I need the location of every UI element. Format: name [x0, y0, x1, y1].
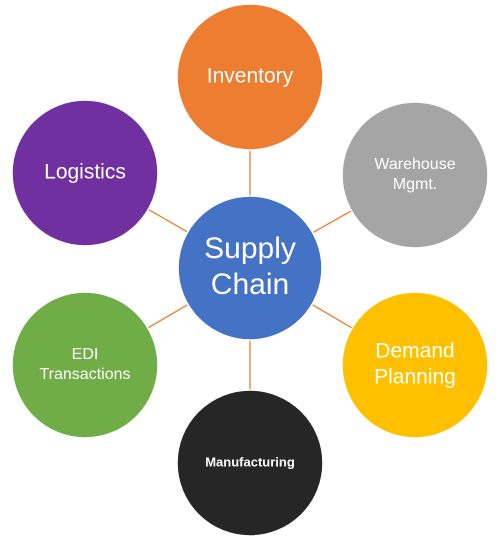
node-edi-transactions-label-line-1: EDI — [72, 346, 99, 363]
center-circle — [177, 195, 323, 341]
node-logistics: Logistics — [11, 99, 159, 247]
node-demand-planning-label-line-2: Planning — [374, 366, 456, 389]
node-warehouse-mgmt-label-line-2: Mgmt. — [393, 176, 437, 193]
node-demand-planning-circle — [341, 291, 489, 439]
node-warehouse-mgmt-label-line-1: Warehouse — [374, 156, 455, 173]
node-warehouse-mgmt-circle — [341, 101, 489, 249]
node-inventory-label-line-1: Inventory — [207, 65, 294, 88]
node-edi-transactions-label-line-2: Transactions — [40, 366, 131, 383]
node-demand-planning-label-line-1: Demand — [375, 340, 454, 363]
center-label-line-1: Supply — [204, 232, 296, 265]
node-edi-transactions: EDI Transactions — [11, 291, 159, 439]
center-label-line-2: Chain — [211, 268, 289, 301]
node-edi-transactions-circle — [11, 291, 159, 439]
node-logistics-label-line-1: Logistics — [44, 161, 126, 184]
node-logistics-circle — [11, 99, 159, 247]
node-manufacturing: Manufacturing — [176, 389, 324, 537]
node-manufacturing-circle — [176, 389, 324, 537]
node-inventory-circle — [176, 3, 324, 151]
node-inventory: Inventory — [176, 3, 324, 151]
node-manufacturing-label-line-1: Manufacturing — [205, 454, 295, 469]
